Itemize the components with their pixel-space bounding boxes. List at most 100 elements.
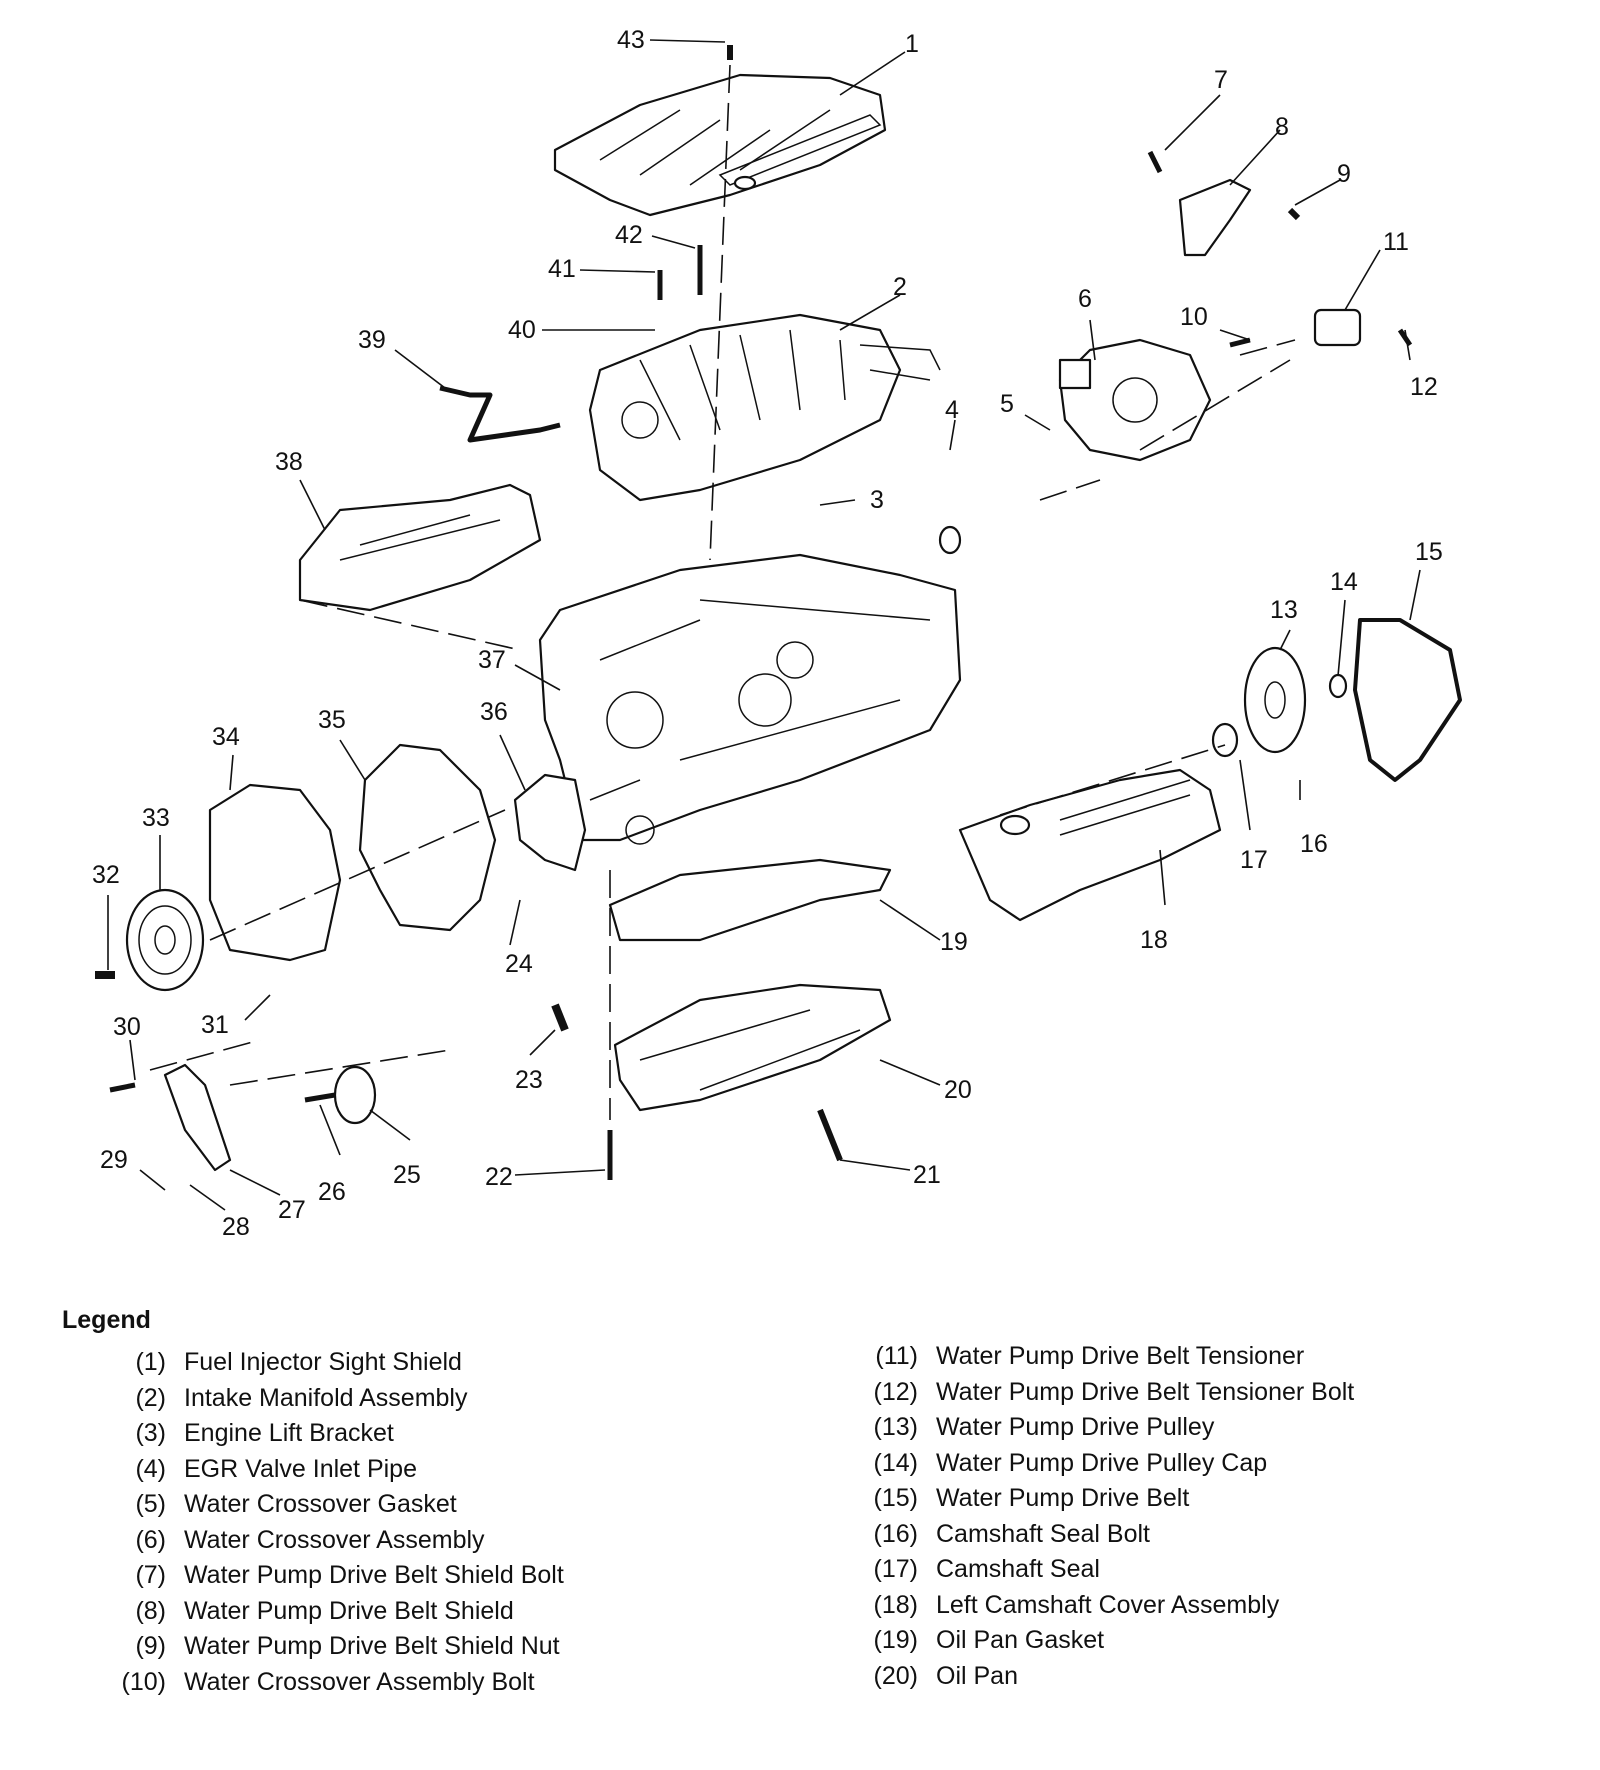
callout-21: 21 xyxy=(913,1161,941,1189)
legend-right-column: (11)Water Pump Drive Belt Tensioner (12)… xyxy=(860,1342,1355,1697)
legend-item: (8) Water Pump Drive Belt Shield xyxy=(110,1597,564,1633)
callout-14: 14 xyxy=(1330,568,1358,596)
legend-item-number: (18) xyxy=(873,1590,918,1619)
part-water-pump xyxy=(513,773,587,872)
callout-23: 23 xyxy=(515,1066,543,1094)
legend-item-number: (16) xyxy=(873,1519,918,1548)
legend-item-label: Water Crossover Gasket xyxy=(184,1490,457,1518)
legend-item: (14) Water Pump Drive Pulley Cap xyxy=(860,1449,1354,1485)
legend-item: (6) Water Crossover Assembly xyxy=(110,1526,564,1562)
callout-29: 29 xyxy=(100,1146,128,1174)
part-bracket xyxy=(163,1063,232,1172)
callout-labels: 1 2 3 4 5 6 7 8 9 10 11 12 13 14 15 16 1… xyxy=(92,26,1443,1241)
legend-item: (1)Fuel Injector Sight Shield xyxy=(110,1348,564,1384)
legend-item: (16) Camshaft Seal Bolt xyxy=(860,1520,1354,1556)
callout-22: 22 xyxy=(485,1163,513,1191)
part-oil-pan xyxy=(613,983,892,1112)
legend-item: (19) Oil Pan Gasket xyxy=(860,1626,1354,1662)
legend-item-label: Water Pump Drive Belt Shield xyxy=(184,1596,514,1625)
legend-item-label: Fuel Injector Sight Shield xyxy=(184,1348,462,1376)
callout-42: 42 xyxy=(615,221,643,249)
part-front-cover-gasket xyxy=(358,743,497,932)
legend-item-number: (6) xyxy=(135,1525,166,1554)
callout-24: 24 xyxy=(505,950,533,978)
callout-2: 2 xyxy=(893,273,907,301)
callout-39: 39 xyxy=(358,326,386,354)
callout-20: 20 xyxy=(944,1076,972,1104)
legend-item-label: Intake Manifold Assembly xyxy=(184,1383,468,1412)
legend-item-number: (5) xyxy=(135,1490,166,1518)
callout-34: 34 xyxy=(212,723,240,751)
legend-item-label: Water Crossover Assembly xyxy=(184,1525,485,1554)
callout-1: 1 xyxy=(905,30,919,58)
part-engine-block xyxy=(538,553,962,845)
legend-item-number: (19) xyxy=(873,1626,918,1654)
legend-item-label: Camshaft Seal Bolt xyxy=(936,1519,1150,1548)
legend-item-number: (15) xyxy=(873,1484,918,1512)
legend-item-label: Water Pump Drive Belt xyxy=(936,1484,1190,1512)
legend-item: (5) Water Crossover Gasket xyxy=(110,1490,564,1526)
callout-27: 27 xyxy=(278,1196,306,1224)
callout-43: 43 xyxy=(617,26,645,54)
legend-left-column: (1)Fuel Injector Sight Shield (2) Intake … xyxy=(110,1348,564,1703)
legend-item-label: Left Camshaft Cover Assembly xyxy=(936,1590,1280,1619)
legend-item: (10) Water Crossover Assembly Bolt xyxy=(110,1668,564,1704)
legend-item-label: Water Pump Drive Pulley Cap xyxy=(936,1448,1268,1477)
callout-32: 32 xyxy=(92,861,120,889)
legend-item-label: Oil Pan Gasket xyxy=(936,1626,1105,1654)
callout-5: 5 xyxy=(1000,390,1014,418)
legend-item-number: (11) xyxy=(875,1342,918,1370)
callout-37: 37 xyxy=(478,646,506,674)
callout-9: 9 xyxy=(1337,160,1351,188)
legend-item-number: (10) xyxy=(121,1667,166,1696)
callout-15: 15 xyxy=(1415,538,1443,566)
callout-25: 25 xyxy=(393,1161,421,1189)
legend-item: (15) Water Pump Drive Belt xyxy=(860,1484,1354,1520)
legend-item: (17)Camshaft Seal xyxy=(860,1555,1354,1591)
part-water-crossover xyxy=(1058,338,1212,462)
legend-item: (9) Water Pump Drive Belt Shield Nut xyxy=(110,1632,564,1668)
callout-10: 10 xyxy=(1180,303,1208,331)
legend-item-number: (9) xyxy=(135,1632,166,1660)
legend-item-number: (14) xyxy=(873,1448,918,1477)
legend-item-number: (8) xyxy=(135,1596,166,1625)
callout-36: 36 xyxy=(480,698,508,726)
part-oil-pan-gasket xyxy=(608,858,892,942)
callout-12: 12 xyxy=(1410,373,1438,401)
legend-item-number: (13) xyxy=(873,1413,918,1441)
part-right-camshaft-cover xyxy=(298,483,542,612)
legend-item-number: (12) xyxy=(873,1377,918,1406)
part-front-cover xyxy=(208,783,342,962)
part-fuel-injector-sight-shield xyxy=(553,73,887,217)
callout-3: 3 xyxy=(870,486,884,514)
leader-lines xyxy=(107,39,1421,1211)
legend-item-number: (2) xyxy=(135,1383,166,1412)
legend-item-number: (7) xyxy=(135,1561,166,1589)
callout-35: 35 xyxy=(318,706,346,734)
legend-item-label: Water Pump Drive Pulley xyxy=(936,1413,1215,1441)
callout-6: 6 xyxy=(1078,285,1092,313)
part-water-pump-belt xyxy=(1353,618,1462,782)
callout-17: 17 xyxy=(1240,846,1268,874)
legend-item-number: (4) xyxy=(135,1454,166,1483)
diagram-artwork xyxy=(95,45,1462,1180)
callout-4: 4 xyxy=(945,396,959,424)
callout-16: 16 xyxy=(1300,830,1328,858)
legend-item-label: Water Crossover Assembly Bolt xyxy=(184,1667,535,1696)
callout-40: 40 xyxy=(508,316,536,344)
part-idler-pulley xyxy=(333,1065,377,1125)
legend-item-label: Water Pump Drive Belt Shield Nut xyxy=(184,1632,560,1660)
callout-8: 8 xyxy=(1275,113,1289,141)
part-belt-tensioner xyxy=(1313,308,1362,347)
callout-38: 38 xyxy=(275,448,303,476)
callout-11: 11 xyxy=(1383,228,1409,256)
legend-item: (7)Water Pump Drive Belt Shield Bolt xyxy=(110,1561,563,1597)
part-belt-shield xyxy=(1178,178,1252,257)
legend-item: (18) Left Camshaft Cover Assembly xyxy=(860,1591,1354,1627)
callout-33: 33 xyxy=(142,804,170,832)
callout-41: 41 xyxy=(548,255,576,283)
part-intake-manifold xyxy=(588,313,941,502)
legend-item-label: Camshaft Seal xyxy=(936,1555,1100,1583)
part-water-pump-pulley xyxy=(1243,646,1307,754)
callout-30: 30 xyxy=(113,1013,141,1041)
